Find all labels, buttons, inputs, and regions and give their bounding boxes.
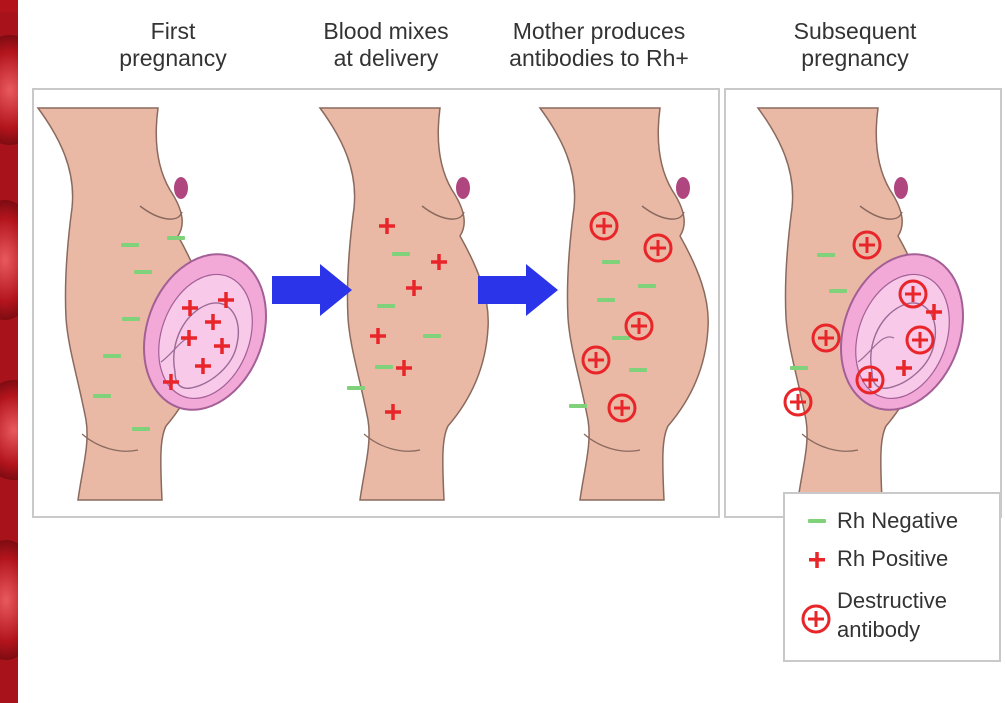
mother-body-antibodies [540, 108, 708, 500]
plus-bar-vertical [187, 330, 191, 346]
minus-sign-icon [134, 270, 152, 274]
minus-sign-icon [805, 510, 831, 532]
mother-body-delivery [320, 108, 488, 500]
legend: Rh Negative Rh Positive Destructive anti… [783, 492, 1001, 662]
legend-label-line: antibody [837, 615, 947, 644]
plus-bar-vertical [825, 330, 828, 346]
minus-sign-icon [347, 386, 365, 390]
minus-sign-icon [392, 252, 410, 256]
plus-bar-vertical [638, 318, 641, 334]
minus-sign-icon [167, 236, 185, 240]
plus-bar-vertical [437, 254, 441, 270]
nipple-mark [676, 177, 690, 199]
plus-bar-vertical [932, 304, 936, 320]
minus-sign-icon [121, 243, 139, 247]
minus-sign-icon [602, 260, 620, 264]
plus-bar-vertical [220, 338, 224, 354]
plus-bar-vertical [201, 358, 205, 374]
plus-bar-vertical [657, 240, 660, 256]
legend-label-antibody: Destructive antibody [837, 586, 947, 644]
plus-bar-vertical [188, 300, 192, 316]
plus-bar-vertical [376, 328, 380, 344]
plus-bar-vertical [797, 394, 800, 410]
body-silhouette [540, 108, 708, 500]
right-arrow-icon [478, 264, 558, 316]
plus-bar-vertical [595, 352, 598, 368]
plus-bar-vertical [912, 286, 915, 302]
legend-label-negative: Rh Negative [837, 508, 958, 534]
minus-sign-icon [375, 365, 393, 369]
minus-sign-icon [790, 366, 808, 370]
legend-row-positive: Rh Positive [785, 544, 999, 574]
plus-bar-vertical [919, 332, 922, 348]
circled-plus-icon [799, 602, 833, 636]
minus-sign-icon [597, 298, 615, 302]
minus-sign-icon [569, 404, 587, 408]
minus-sign-icon [423, 334, 441, 338]
legend-row-antibody: Destructive antibody [785, 586, 999, 650]
legend-label-line: Destructive [837, 586, 947, 615]
plus-bar-vertical [866, 237, 869, 253]
legend-row-negative: Rh Negative [785, 506, 999, 536]
right-arrow-icon [272, 264, 352, 316]
nipple-mark [456, 177, 470, 199]
minus-sign-icon [122, 317, 140, 321]
minus-sign-icon [612, 336, 630, 340]
minus-sign-icon [103, 354, 121, 358]
plus-bar-vertical [402, 360, 406, 376]
minus-sign-icon [638, 284, 656, 288]
plus-sign-icon [805, 548, 831, 572]
plus-bar-vertical [869, 372, 872, 388]
minus-sign-icon [829, 289, 847, 293]
minus-sign-icon [377, 304, 395, 308]
nipple-mark [894, 177, 908, 199]
plus-bar-vertical [902, 360, 906, 376]
body-silhouette [320, 108, 488, 500]
plus-bar-vertical [412, 280, 416, 296]
plus-bar-vertical [603, 218, 606, 234]
plus-bar-vertical [169, 374, 173, 390]
legend-label-positive: Rh Positive [837, 546, 948, 572]
nipple-mark [174, 177, 188, 199]
plus-bar-vertical [385, 218, 389, 234]
plus-bar-vertical [621, 400, 624, 416]
plus-bar-vertical [391, 404, 395, 420]
minus-sign-icon [132, 427, 150, 431]
minus-sign-icon [93, 394, 111, 398]
minus-sign-icon [629, 368, 647, 372]
plus-bar-vertical [224, 292, 228, 308]
minus-sign-icon [817, 253, 835, 257]
plus-bar-vertical [211, 314, 215, 330]
